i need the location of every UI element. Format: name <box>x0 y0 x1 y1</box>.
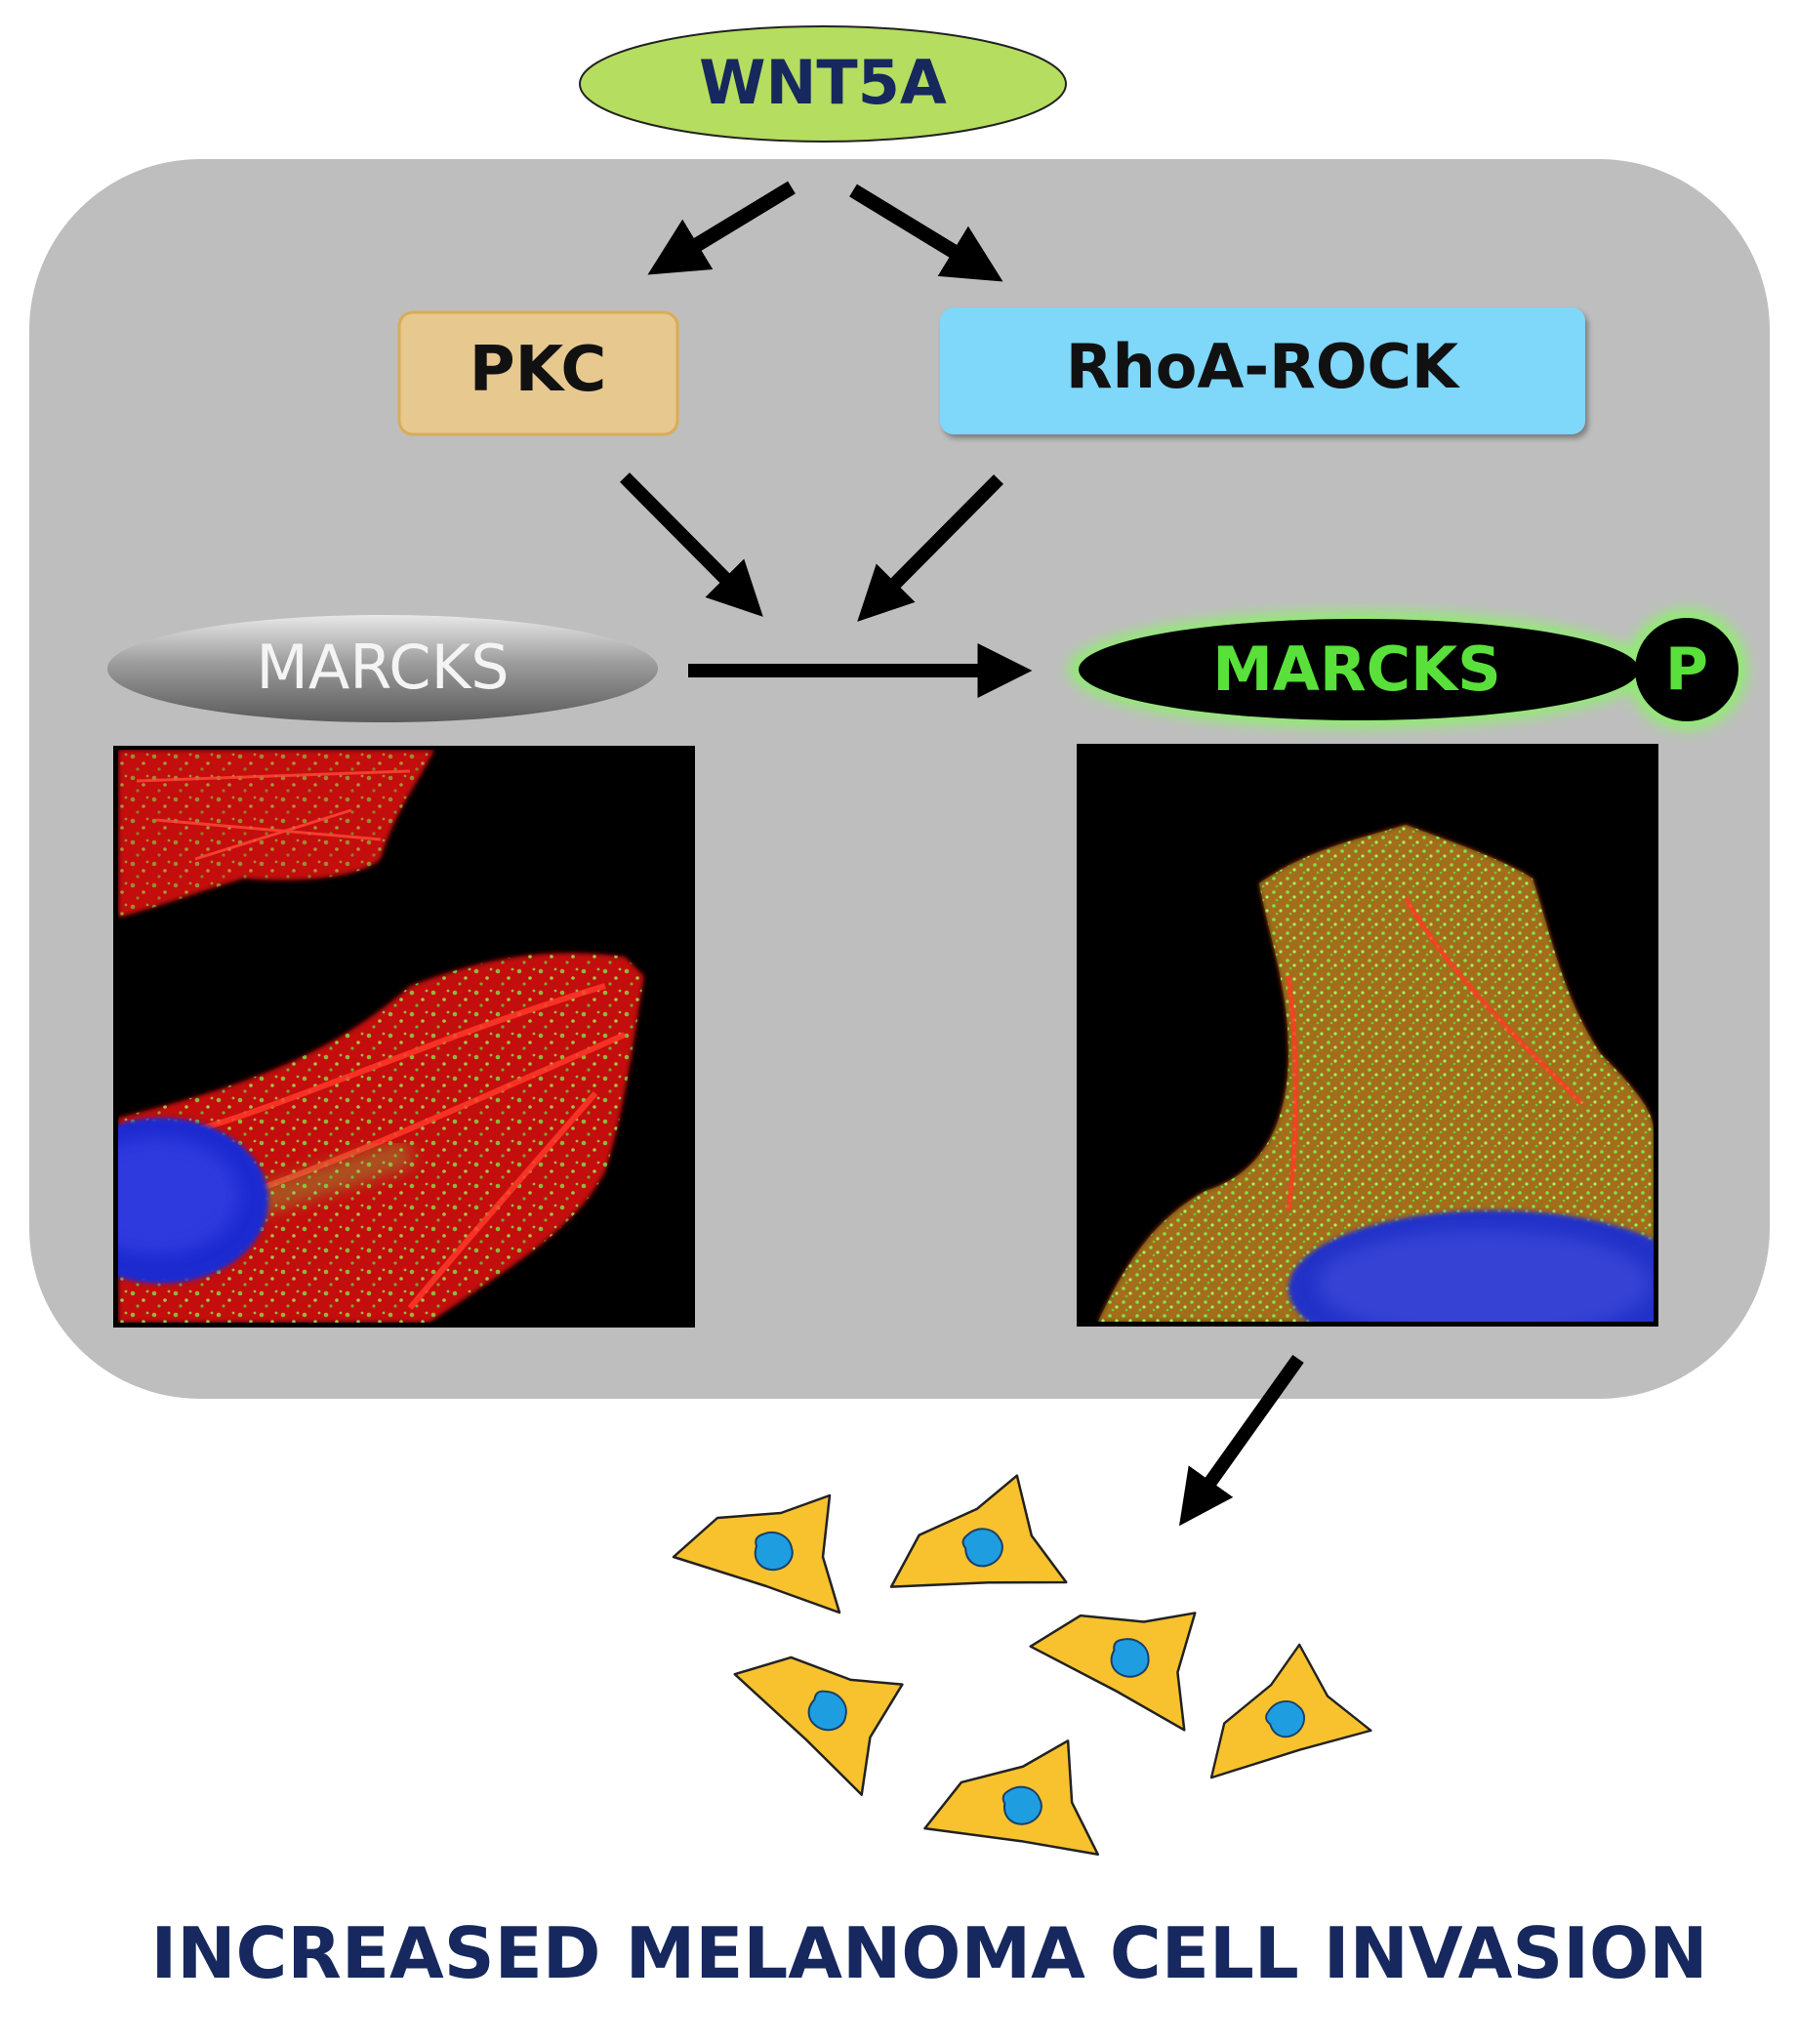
wnt5a-node: WNT5A <box>579 25 1067 143</box>
melanoma-cell <box>733 1656 904 1796</box>
phosphate-circle <box>1635 618 1738 721</box>
cell-nucleus <box>1110 1638 1150 1678</box>
rhoa-rock-node: RhoA-ROCK <box>940 307 1585 434</box>
cell-nucleus <box>961 1528 1003 1568</box>
cell-body <box>1029 1612 1197 1732</box>
outcome-label: INCREASED MELANOMA CELL INVASION <box>150 1912 1707 1994</box>
melanoma-cell <box>889 1474 1068 1588</box>
micrograph-unphosphorylated <box>113 746 695 1328</box>
cell-nucleus <box>1265 1700 1305 1738</box>
marcks-unphosphorylated-label: MARCKS <box>256 632 509 703</box>
marcks-phosphorylated-node: MARCKS P <box>1068 609 1747 730</box>
pkc-label: PKC <box>470 334 607 406</box>
melanoma-cell <box>672 1493 841 1615</box>
melanoma-cell <box>1029 1612 1197 1732</box>
arrow-rhoa-to-reaction <box>857 474 1003 622</box>
melanoma-cells-group <box>672 1474 1372 1857</box>
micrograph-phosphorylated <box>1077 744 1658 1327</box>
cell-nucleus <box>754 1531 794 1572</box>
melanoma-cell <box>923 1739 1100 1857</box>
cell-nucleus <box>807 1690 847 1732</box>
marcks-unphosphorylated-node: MARCKS <box>107 615 658 722</box>
arrow-to-invasion <box>1179 1354 1304 1527</box>
marcks-phosphorylated-label: MARCKS <box>1212 634 1501 705</box>
arrow-wnt5a-to-pkc <box>647 181 796 275</box>
phosphate-label: P <box>1665 635 1708 704</box>
cell-nucleus <box>1002 1785 1043 1825</box>
arrow-pkc-to-reaction <box>620 472 763 617</box>
pkc-node: PKC <box>397 310 679 436</box>
rhoa-rock-label: RhoA-ROCK <box>1066 331 1460 402</box>
melanoma-cell <box>1209 1643 1372 1779</box>
arrow-wnt5a-to-rhoa <box>849 184 1003 282</box>
wnt5a-label: WNT5A <box>699 47 947 118</box>
